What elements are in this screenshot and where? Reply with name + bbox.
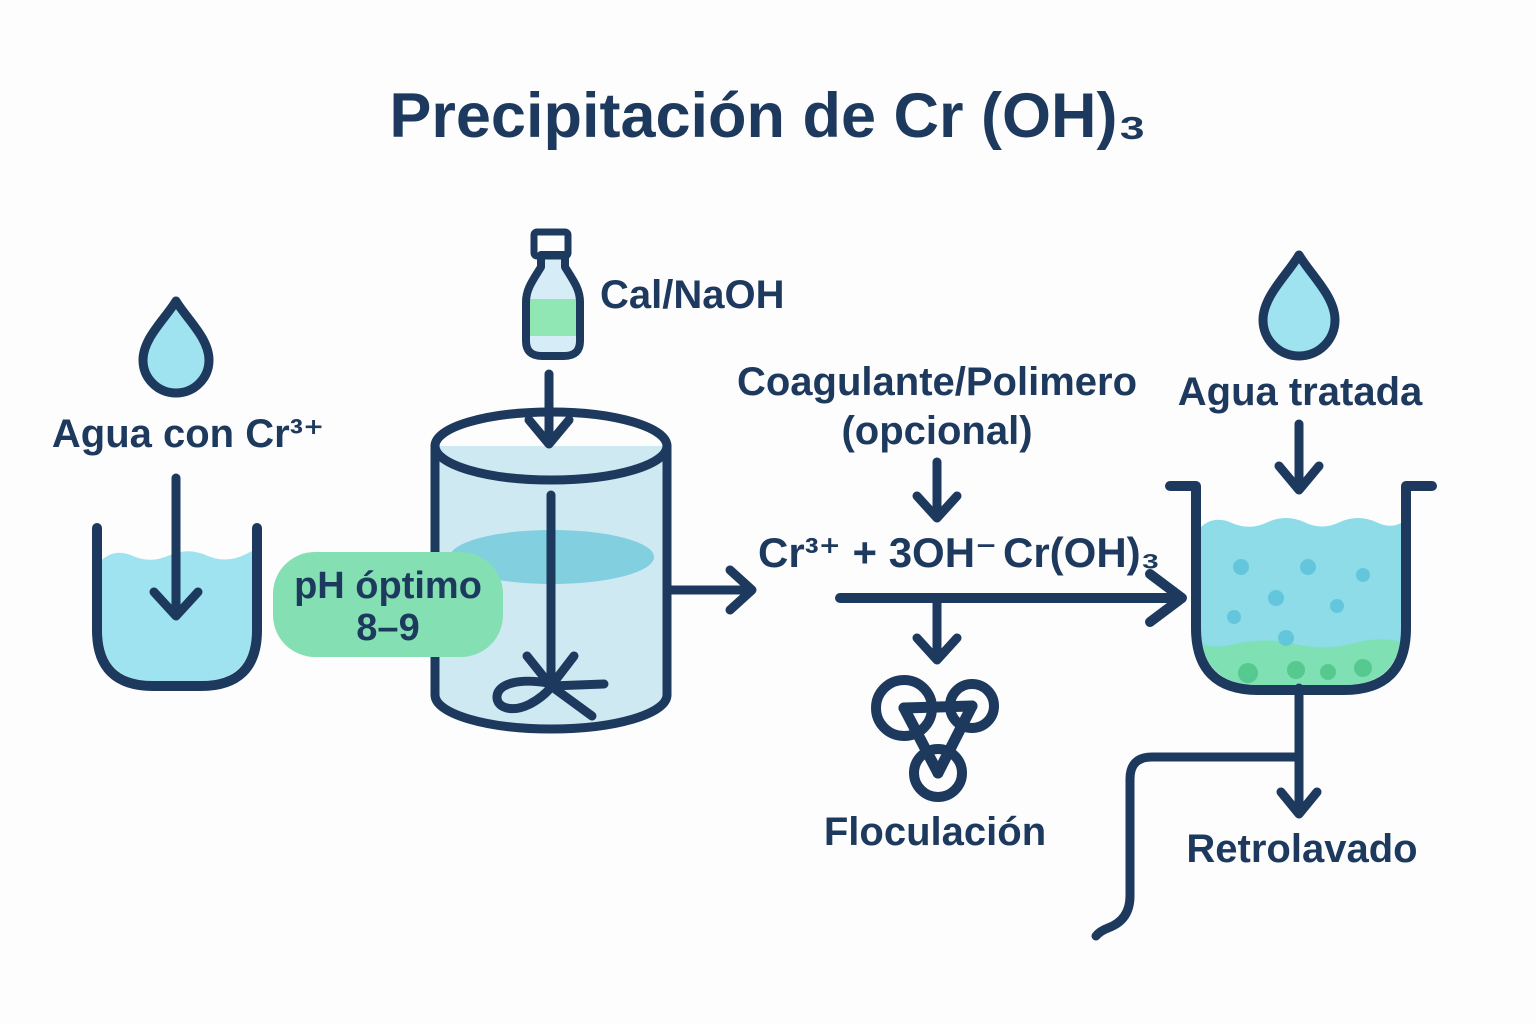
reagent-label: Cal/NaOH [600,273,785,317]
treated-arrowhead [1274,461,1324,495]
bottle-label-band [528,299,578,336]
coagulant-group: Coagulante/Polimero (opcional) [737,360,1137,523]
water-drop-icon [138,296,214,398]
source-water-label: Agua con Cr³⁺ [52,412,324,456]
coagulant-line2: (opcional) [841,409,1032,453]
treated-water-group: Agua tratada [1178,250,1423,495]
equation-product: Cr(OH)₃ [1003,529,1160,576]
bottle-cap [530,228,572,260]
page-title: Precipitación de Cr (OH)₃ [389,81,1146,151]
mixing-tank-group [430,407,757,734]
coagulant-line1: Coagulante/Polimero [737,360,1137,404]
suspended-particles [1227,559,1372,683]
backwash-label: Retrolavado [1186,827,1417,871]
ph-badge-line1: pH óptimo [294,565,482,607]
flocculation-label: Floculación [824,810,1046,854]
tank-exit-arrowhead [725,565,757,615]
floc-branch-arrowhead [912,633,962,665]
reagent-group: Cal/NaOH [522,228,785,449]
settled-water-layer [1201,518,1401,648]
reaction-group: Cr³⁺ + 3OH⁻ Cr(OH)₃ [758,529,1187,665]
backwash-pipe [1091,752,1304,941]
treated-water-label: Agua tratada [1178,370,1423,414]
water-drop-icon [1258,250,1340,361]
beaker-icon [92,523,262,691]
particle-cluster-icon [871,675,999,802]
flocculation-group: Floculación [824,675,1046,854]
ph-badge-line2: 8–9 [356,607,419,649]
source-water-group: Agua con Cr³⁺ [52,296,324,691]
tank-outline [430,441,672,734]
settling-tank-group: Retrolavado [1091,481,1437,941]
ph-badge: pH óptimo 8–9 [273,552,503,657]
stirrer-icon [492,490,609,721]
reagent-arrowhead [524,415,574,449]
source-arrowhead [149,587,203,621]
reaction-arrowhead [1145,569,1187,627]
equation-reactants: Cr³⁺ + 3OH⁻ [758,529,997,576]
drain-arrowhead [1276,787,1322,819]
coagulant-arrowhead [912,491,962,523]
ph-badge-background [273,552,503,657]
reagent-bottle-icon [522,251,584,360]
